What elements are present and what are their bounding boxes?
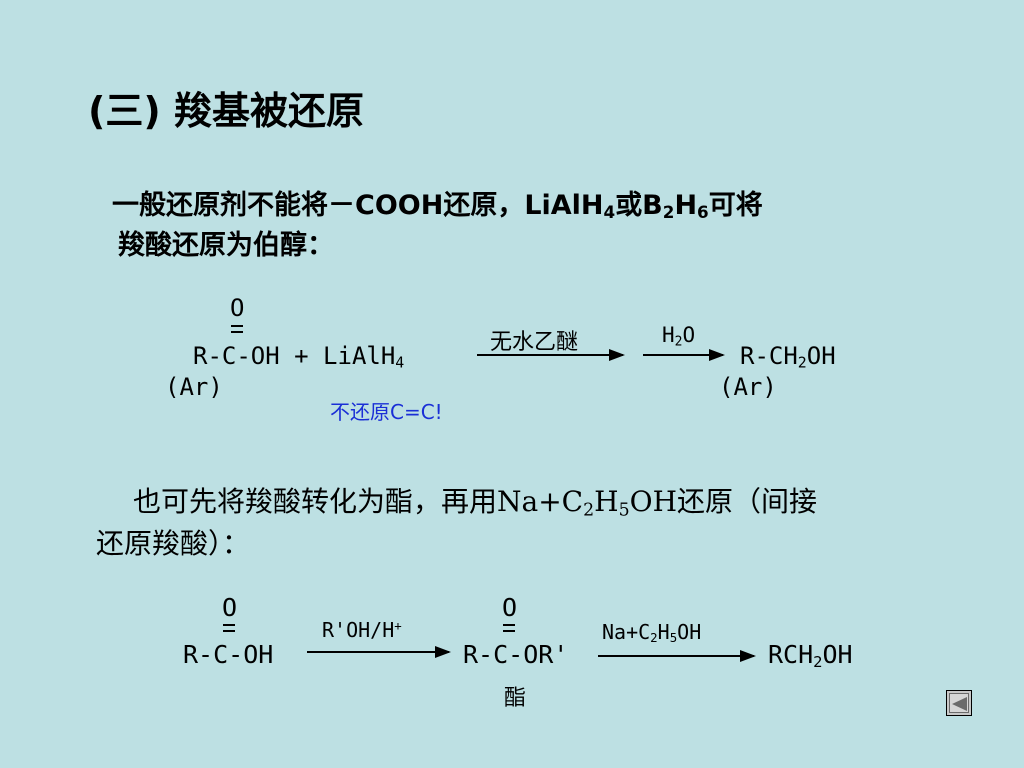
reaction1-carbonyl-o: O bbox=[230, 294, 245, 322]
reaction2-esterify-label: R'OH/H+ bbox=[322, 618, 402, 642]
reaction2-arrow-2 bbox=[598, 650, 756, 662]
reaction1-arrow-2 bbox=[643, 349, 725, 361]
reaction2-reduce-label: Na+C2H5OH bbox=[602, 620, 702, 646]
back-button[interactable] bbox=[946, 690, 972, 716]
page-title: (三) 羧基被还原 bbox=[88, 89, 364, 133]
reaction2-acid-o: O bbox=[222, 593, 238, 622]
reaction1-reactant-ar: (Ar) bbox=[165, 373, 223, 401]
back-triangle-icon bbox=[952, 697, 967, 711]
reaction1-water-label: H2O bbox=[662, 323, 696, 350]
reaction2-arrow-1 bbox=[307, 646, 451, 658]
reaction2-ester: R-C-OR' bbox=[463, 640, 569, 669]
method-line-2: 还原羧酸）： bbox=[96, 527, 251, 560]
reaction2-acid-double-bond bbox=[223, 624, 235, 632]
intro-line-2: 羧酸还原为伯醇： bbox=[118, 230, 334, 261]
reaction1-product-ar: (Ar) bbox=[719, 373, 777, 401]
reaction1-double-bond bbox=[231, 325, 243, 333]
reaction1-arrow-1 bbox=[477, 349, 625, 361]
reaction2-ester-o: O bbox=[502, 593, 518, 622]
reaction1-solvent-label: 无水乙醚 bbox=[490, 330, 579, 355]
intro-line-1: 一般还原剂不能将－COOH还原，LiAlH4或B2H6可将 bbox=[112, 190, 763, 223]
reaction2-ester-label: 酯 bbox=[504, 686, 527, 711]
reaction2-product: RCH2OH bbox=[768, 640, 853, 671]
reaction2-ester-double-bond bbox=[503, 624, 515, 632]
reaction1-product: R-CH2OH bbox=[740, 342, 836, 372]
method-line-1: 也可先将羧酸转化为酯，再用Na+C2H5OH还原（间接 bbox=[133, 485, 817, 521]
reaction2-acid: R-C-OH bbox=[183, 640, 274, 669]
reaction1-note: 不还原C=C! bbox=[330, 400, 443, 424]
back-button-frame bbox=[949, 693, 969, 713]
reaction1-reactant: R-C-OH + LiAlH4 bbox=[193, 342, 405, 372]
